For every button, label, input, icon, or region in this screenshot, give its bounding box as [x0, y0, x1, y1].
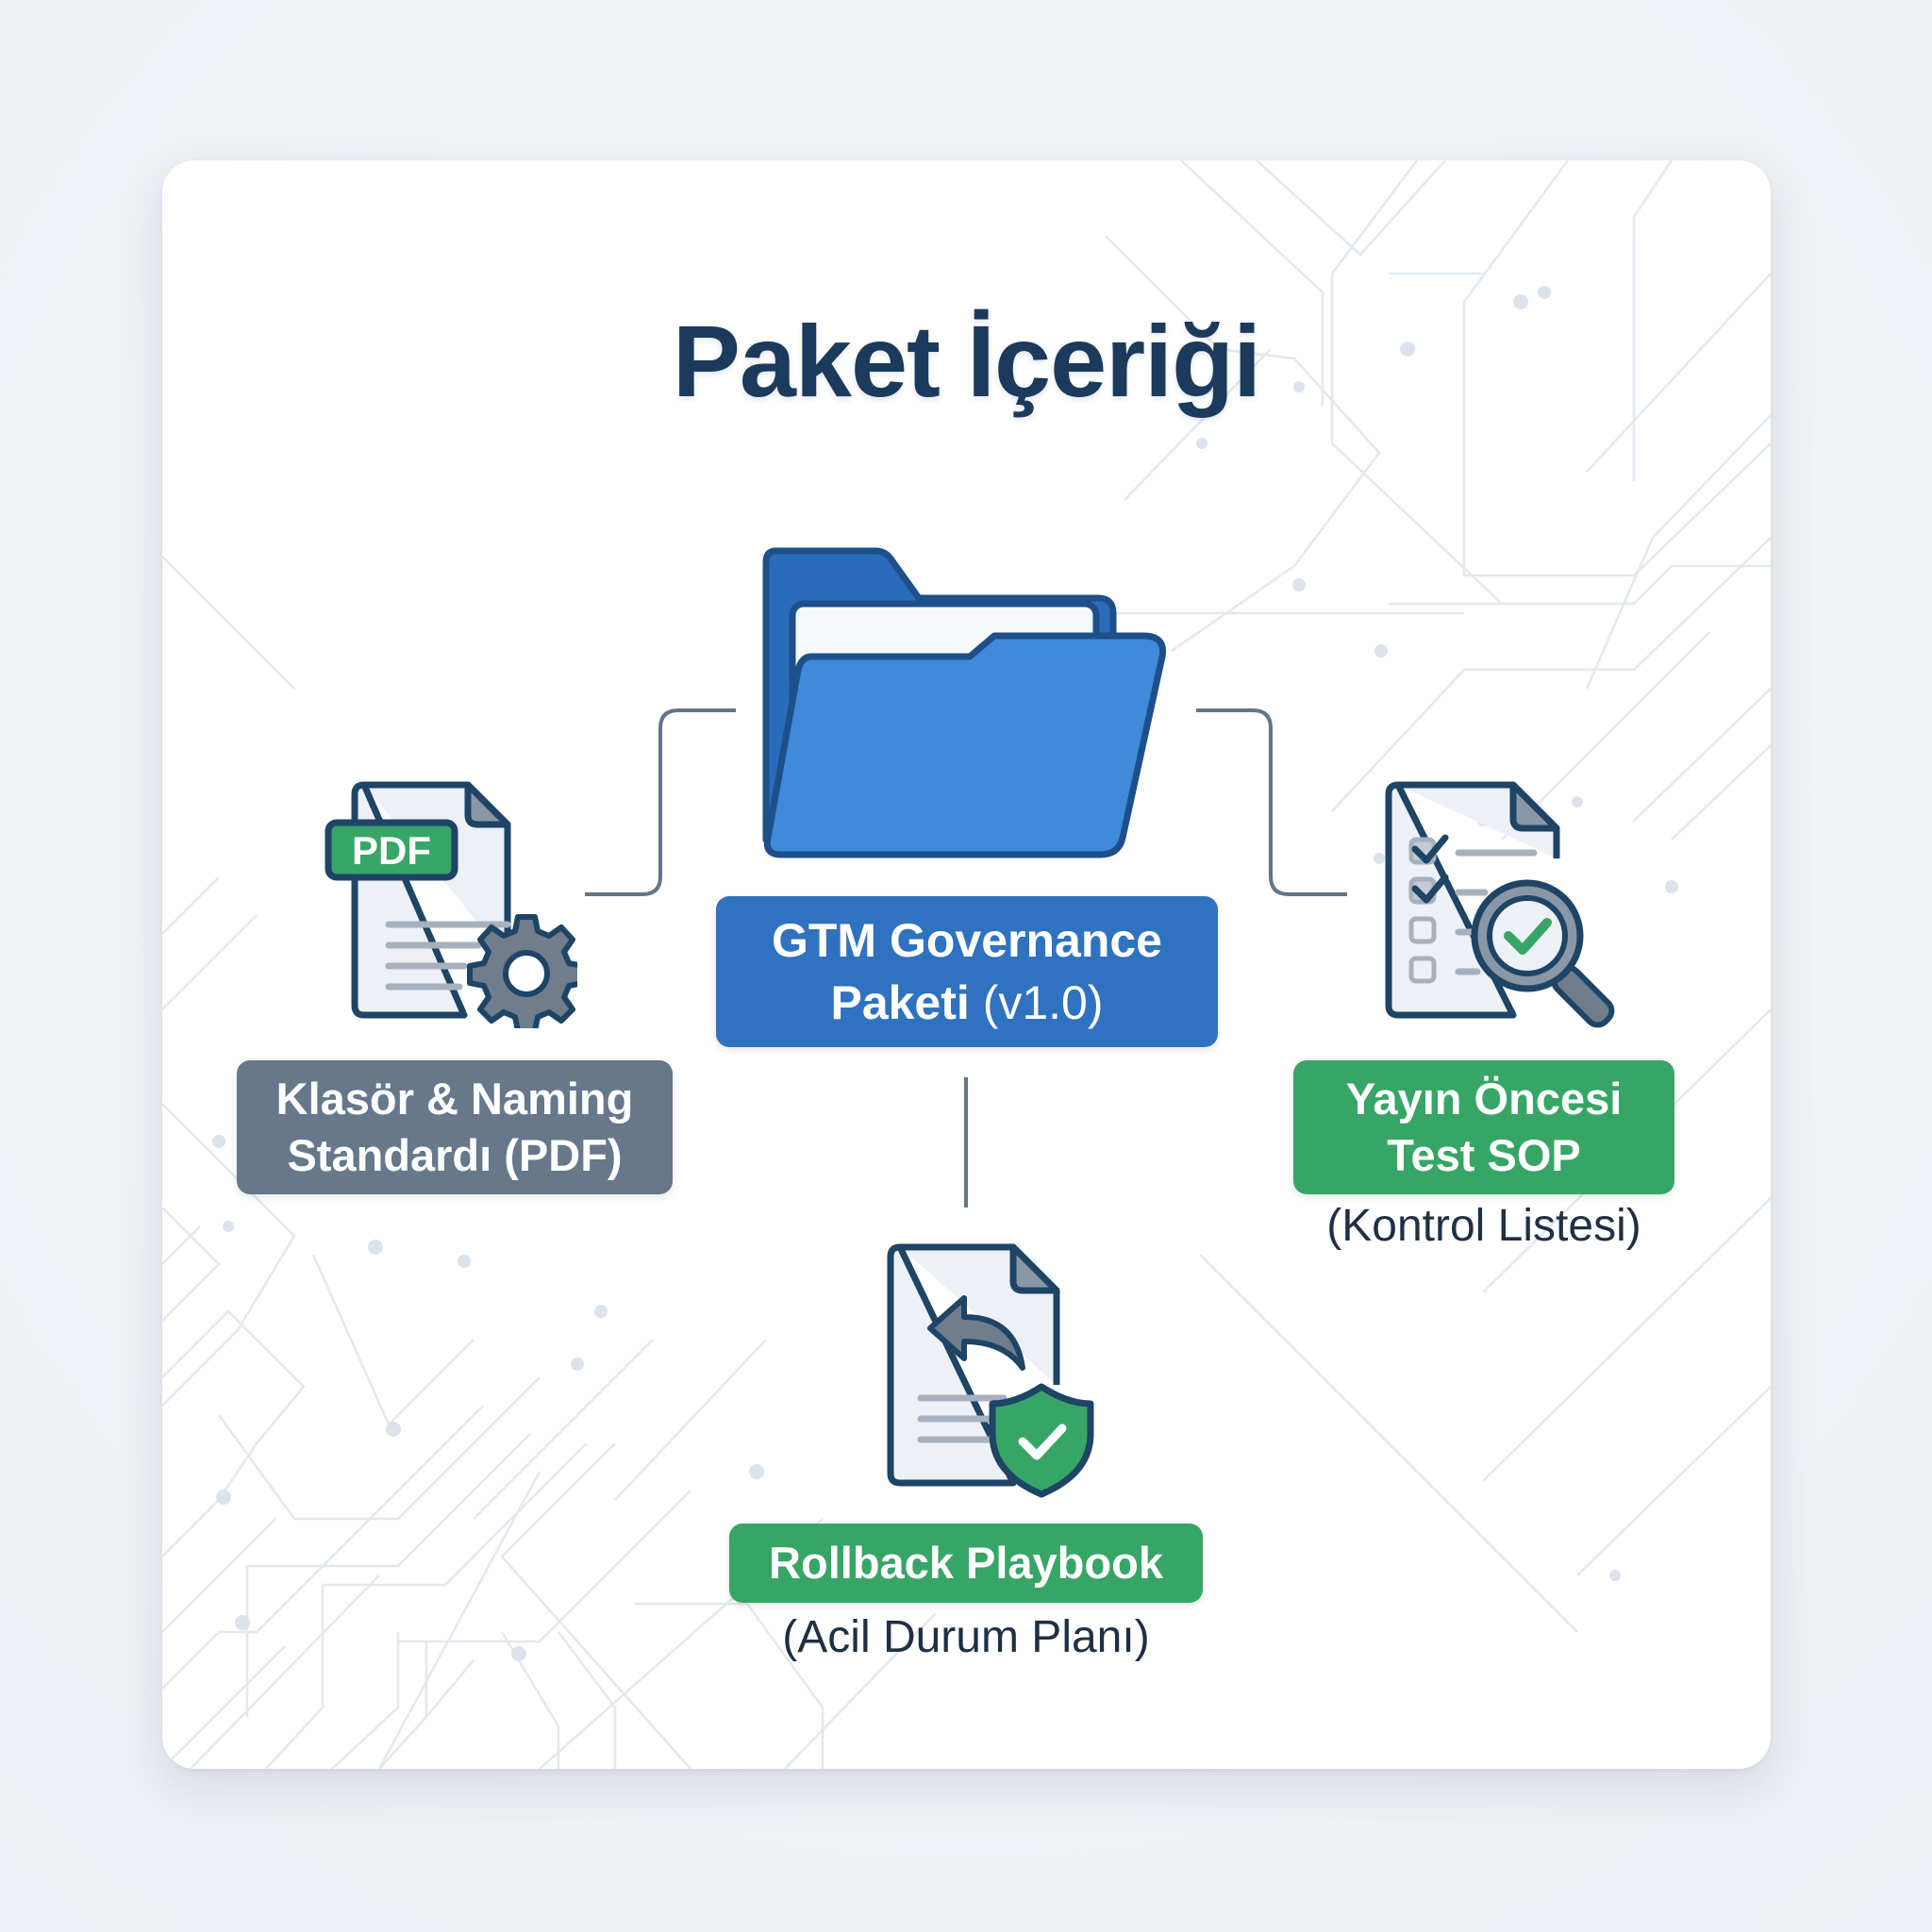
- naming-standard-label-line1: Klasör & Naming: [275, 1074, 634, 1124]
- page-title: Paket İçeriği: [672, 304, 1261, 418]
- connector-right: [1196, 708, 1347, 896]
- pre-release-test-label: Yayın Öncesi Test SOP: [1293, 1060, 1674, 1194]
- connector-lines: [585, 708, 1347, 1208]
- open-folder-icon: [762, 547, 1167, 858]
- pre-release-test-label-line2: Test SOP: [1387, 1130, 1581, 1180]
- pre-release-test-subtitle: (Kontrol Listesi): [1326, 1201, 1641, 1251]
- pre-release-test-label-line1: Yayın Öncesi: [1345, 1074, 1623, 1124]
- connector-left: [585, 708, 736, 896]
- pdf-document-gear-icon: PDF: [325, 781, 577, 1028]
- package-label-name: Paketi: [830, 976, 970, 1029]
- rollback-playbook-label-text: Rollback Playbook: [769, 1538, 1163, 1588]
- rollback-playbook-label: Rollback Playbook: [729, 1524, 1203, 1603]
- circuit-pattern-background: [162, 160, 1771, 1769]
- undo-document-shield-icon: [887, 1243, 1094, 1498]
- package-label: GTM Governance Paketi (v1.0): [716, 896, 1218, 1047]
- package-version: (v1.0): [982, 976, 1104, 1029]
- naming-standard-label: Klasör & Naming Standardı (PDF): [237, 1060, 673, 1194]
- rollback-playbook-subtitle: (Acil Durum Planı): [782, 1612, 1150, 1662]
- content-card: Paket İçeriği GTM Governance Paketi (v1.…: [162, 160, 1771, 1769]
- pdf-badge-text: PDF: [352, 828, 431, 873]
- checklist-magnifier-icon: [1385, 781, 1615, 1028]
- naming-standard-label-line2: Standardı (PDF): [287, 1130, 623, 1180]
- package-label-line1: GTM Governance: [772, 914, 1162, 967]
